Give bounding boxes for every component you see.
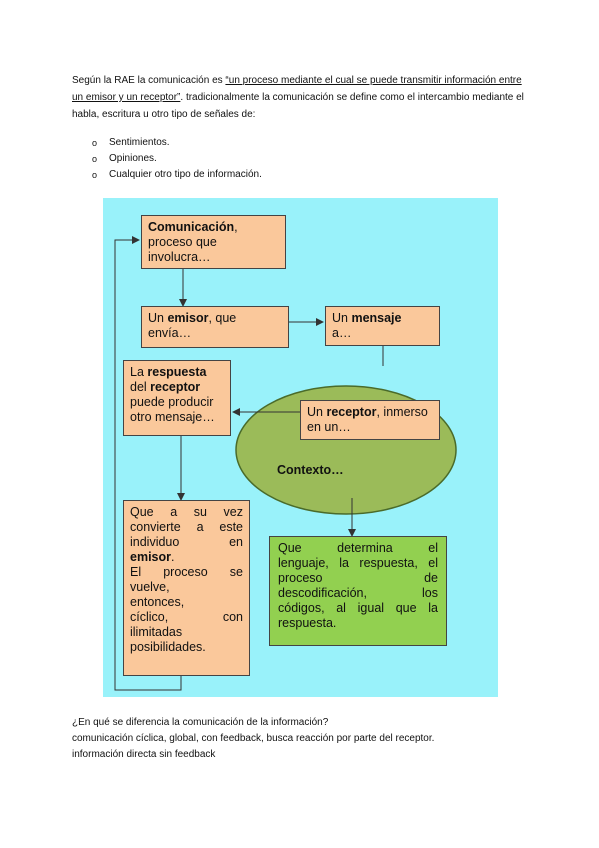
intro-rest: . tradicionalmente la comunicación se de… bbox=[72, 92, 524, 120]
box-emisor: Un emisor, que envía… bbox=[141, 306, 289, 348]
qa-section: ¿En qué se diferencia la comunicación de… bbox=[72, 715, 434, 763]
box-emisor-ciclo: Que a su vez convierte a este individuo … bbox=[123, 500, 250, 676]
intro-paragraph: Según la RAE la comunicación es “un proc… bbox=[72, 72, 532, 123]
communication-diagram: Comunicación, proceso que involucra… Un … bbox=[103, 198, 498, 697]
question-text: ¿En qué se diferencia la comunicación de… bbox=[72, 717, 329, 728]
answer-informacion: información directa sin feedback bbox=[72, 749, 216, 760]
box-contexto-determina: Que determina el lenguaje, la respuesta,… bbox=[269, 536, 447, 646]
cycle-arrow bbox=[114, 236, 182, 691]
intro-lead: Según la RAE la comunicación es bbox=[72, 75, 226, 86]
box-receptor: Un receptor, inmerso en un… bbox=[300, 400, 440, 440]
context-label: Contexto… bbox=[277, 463, 344, 477]
box-respuesta: La respuesta del receptor puede producir… bbox=[123, 360, 231, 436]
box-mensaje: Un mensaje a… bbox=[325, 306, 440, 346]
box-comunicacion: Comunicación, proceso que involucra… bbox=[141, 215, 286, 269]
rae-quote: “un proceso mediante el cual se puede tr… bbox=[72, 75, 522, 103]
answer-comunicacion: comunicación cíclica, global, con feedba… bbox=[72, 733, 435, 744]
